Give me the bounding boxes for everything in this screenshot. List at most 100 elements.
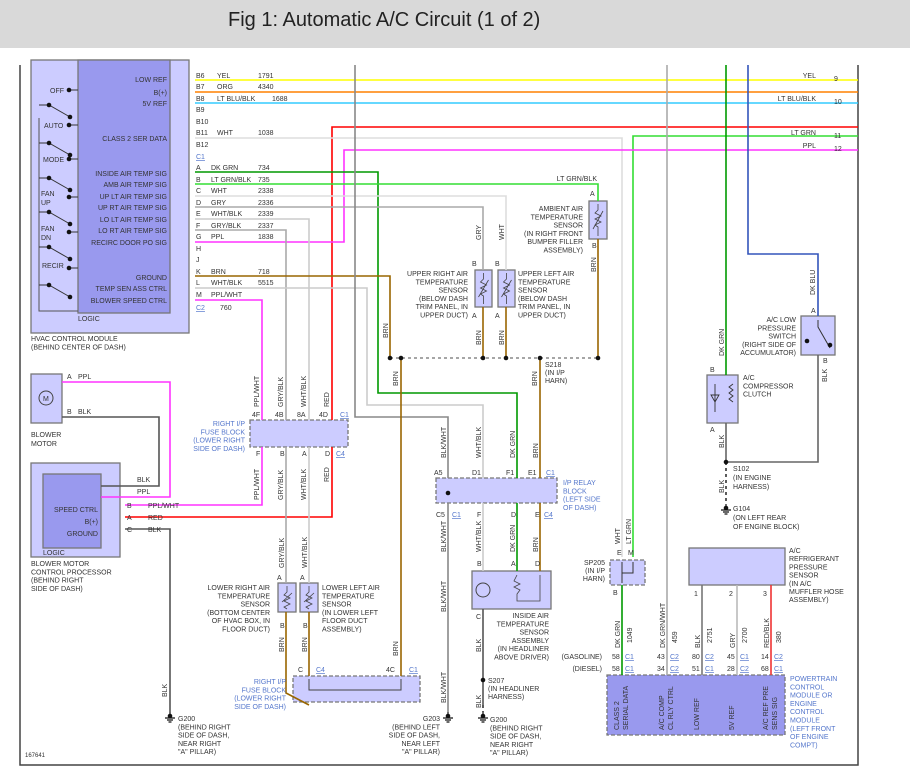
label: DK GRN [719, 329, 726, 356]
wire [62, 381, 171, 498]
label: A [511, 561, 516, 568]
blower-logic-block [42, 473, 102, 549]
label: BRN [393, 371, 400, 386]
label: DK BLU [810, 270, 817, 295]
caption-line: A/C LOW [766, 317, 796, 324]
circuit-number: 2336 [258, 200, 274, 207]
continuation-ref: 10 [834, 99, 842, 106]
splice-dot [66, 229, 72, 235]
label: B [823, 358, 828, 365]
fuse-block-jumper [308, 679, 402, 691]
caption-line: "A" PILLAR) [402, 749, 440, 756]
caption-line: (BEHIND RIGHT [490, 725, 543, 732]
connector-pin: 4D [319, 412, 328, 419]
connector-pin: D1 [472, 470, 481, 477]
wires [62, 65, 858, 712]
circuit-number: 1688 [272, 96, 288, 103]
splice-dot [46, 209, 52, 215]
caption-line: SIDE OF DASH) [31, 586, 83, 593]
connector-pin: E [535, 512, 540, 519]
caption-line: OF HVAC BOX, IN [212, 618, 270, 625]
diagram-frame [19, 65, 859, 766]
circuit-number: 1038 [258, 130, 274, 137]
label: WHT/BLK [301, 376, 308, 407]
hvac-signal-label: BLOWER SPEED CTRL [91, 298, 167, 305]
caption-line: G200 [178, 716, 195, 723]
caption-line: HARN) [545, 378, 567, 385]
caption-line: INSIDE AIR [512, 613, 549, 620]
label: GRY [730, 633, 737, 648]
connector-pin: D [511, 512, 516, 519]
caption-line: CONTROL [790, 684, 824, 691]
wire [195, 229, 287, 420]
caption-line: (IN ENGINE [733, 475, 771, 482]
thermistor-icon [281, 586, 293, 610]
splice-dot [445, 490, 451, 496]
connector-pin: J [196, 257, 200, 264]
label: C1 [409, 667, 418, 674]
splice-dot [480, 677, 486, 683]
label: DK GRN/WHT [660, 602, 667, 648]
connector-pin: D [325, 451, 330, 458]
thermistor-icon [478, 273, 489, 304]
label: C2 [670, 654, 679, 661]
caption-line: TEMPERATURE [531, 214, 584, 221]
label: BRN [383, 323, 390, 338]
label: B [280, 623, 285, 630]
connector-pin: B12 [196, 142, 209, 149]
caption-line: (BELOW DASH [419, 296, 468, 303]
label: B [67, 409, 72, 416]
ip-relay-block [435, 477, 558, 504]
wire [125, 447, 263, 506]
circuit-number: 718 [258, 269, 270, 276]
wire [62, 416, 160, 487]
wire-color-label: LT GRN/BLK [557, 176, 598, 183]
wire [125, 528, 171, 712]
label: B [472, 261, 477, 268]
wire-color-label: YEL [217, 73, 230, 80]
hvac-switch-label: OFF [50, 88, 64, 95]
components [19, 59, 859, 766]
caption-line: G203 [423, 716, 440, 723]
wire [726, 355, 819, 463]
splice-dot [503, 355, 509, 361]
caption-line: SENSOR [518, 288, 548, 295]
caption-line: RIGHT I/P [254, 679, 286, 686]
continuation-wire-label: LT BLU/BLK [778, 96, 817, 103]
label: DK GRN [510, 431, 517, 458]
connector-pin: F [477, 512, 481, 519]
wire-color-label: PPL/WHT [211, 292, 243, 299]
hvac-switch-label: UP [41, 200, 51, 207]
wire-color-label: GRY [211, 200, 226, 207]
continuation-ref: 12 [834, 146, 842, 153]
label: 4C [386, 667, 395, 674]
label: PPL/WHT [254, 468, 261, 500]
caption-line: TEMPERATURE [497, 621, 550, 628]
caption-line: (IN HEADLINER [488, 686, 539, 693]
label: BLK [719, 434, 726, 448]
label: A [300, 575, 305, 582]
connector-pin: F [256, 451, 260, 458]
switch-common [38, 118, 78, 312]
wire [285, 612, 310, 706]
caption-line: "A" PILLAR) [490, 750, 528, 757]
label: PPL [137, 489, 150, 496]
thermistor-icon [303, 586, 315, 610]
caption-line: BLOWER [31, 432, 61, 439]
label: RED/BLK [764, 618, 771, 648]
wire-color-label: BRN [211, 269, 226, 276]
hvac-signal-label: RECIRC DOOR PO SIG [91, 240, 167, 247]
splice-dot [67, 187, 73, 193]
title-bar: Fig 1: Automatic A/C Circuit (1 of 2) [0, 0, 910, 48]
hvac-signal-label: LOW REF [135, 77, 167, 84]
connector-pin: A5 [434, 470, 443, 477]
connector-pin: B [196, 177, 201, 184]
connector-pin: F1 [506, 470, 514, 477]
connector-pin: 8A [297, 412, 306, 419]
label: 58 [612, 654, 620, 661]
wire-color-label: WHT/BLK [211, 280, 242, 287]
label: SENS SIG [772, 697, 779, 730]
caption-line: BLOWER MOTOR [31, 561, 89, 568]
